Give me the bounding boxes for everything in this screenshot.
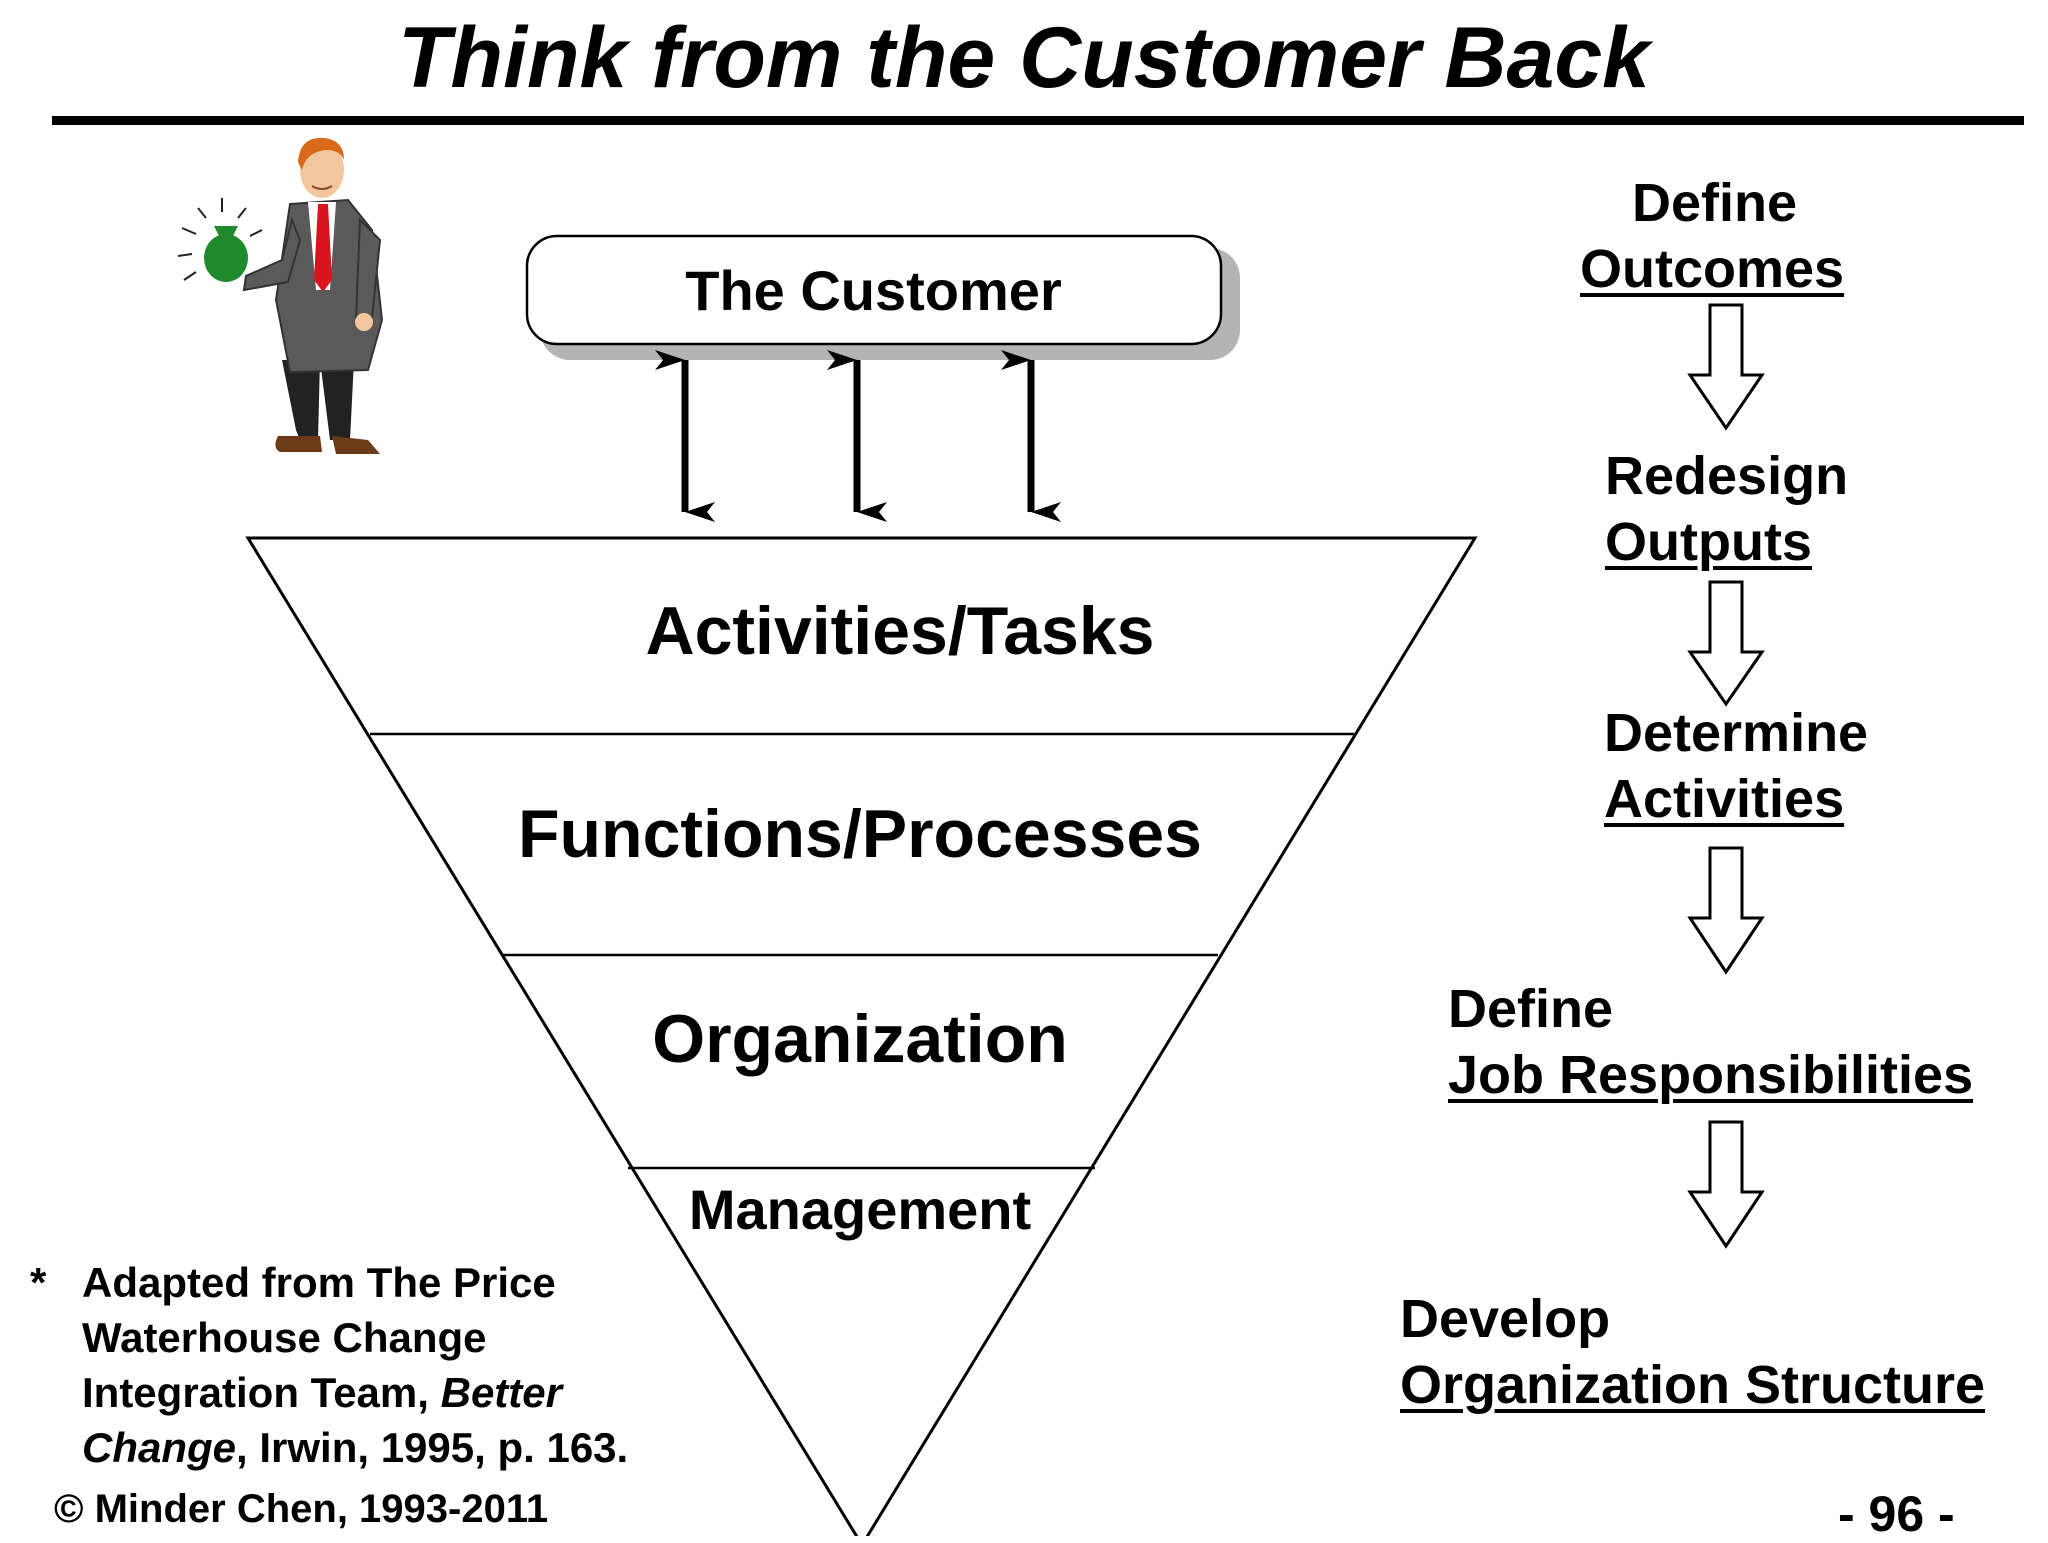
businessman-with-money-bag-icon	[177, 137, 384, 454]
hollow-down-arrow-icon	[1687, 846, 1765, 975]
copyright-notice: © Minder Chen, 1993-2011	[54, 1487, 549, 1531]
layer-activities-tasks: Activities/Tasks	[645, 593, 1155, 669]
layer-management: Management	[688, 1178, 1032, 1241]
hollow-down-arrow-icon	[1687, 303, 1765, 431]
footnote-asterisk: *	[30, 1259, 47, 1306]
step-determine-activities: Determine Activities	[1604, 700, 1868, 832]
footnote-line: Change, Irwin, 1995, p. 163.	[82, 1420, 742, 1475]
footnote-text: Integration Team,	[82, 1369, 441, 1416]
footnote-line: Adapted from The Price	[82, 1259, 556, 1306]
step-object: Organization Structure	[1400, 1355, 1986, 1415]
customer-box	[525, 234, 1240, 360]
step-object: Job Responsibilities	[1448, 1045, 1974, 1105]
step-verb: Determine	[1604, 703, 1869, 763]
hollow-down-arrow-icon	[1687, 580, 1765, 707]
inverted-pyramid	[245, 536, 1478, 1536]
footnote-line: Waterhouse Change	[82, 1314, 487, 1361]
step-define-outcomes: Define Outcomes	[1580, 170, 1844, 302]
step-redesign-outputs: Redesign Outputs	[1605, 443, 1848, 575]
footnote-book-title: Better	[440, 1369, 562, 1416]
step-verb: Define	[1448, 979, 1614, 1039]
step-define-job-responsibilities: Define Job Responsibilities	[1448, 976, 1973, 1108]
step-verb: Redesign	[1605, 446, 1849, 506]
page-number: - 96 -	[1838, 1486, 1955, 1542]
hollow-down-arrow-icon	[1687, 1120, 1765, 1249]
step-object: Activities	[1604, 769, 1845, 829]
title-underline-rule	[52, 116, 2024, 125]
footnote-book-title: Change	[82, 1424, 237, 1471]
step-verb: Define	[1632, 173, 1798, 233]
step-object: Outputs	[1605, 512, 1812, 572]
customer-label: The Customer	[685, 258, 1062, 322]
layer-organization: Organization	[652, 1001, 1068, 1077]
step-object: Outcomes	[1580, 239, 1845, 299]
step-verb: Develop	[1400, 1289, 1611, 1349]
footnote-text: , Irwin, 1995, p. 163.	[236, 1424, 629, 1471]
footnote-line: Integration Team, Better	[82, 1365, 742, 1420]
layer-functions-processes: Functions/Processes	[517, 796, 1203, 872]
slide-title: Think from the Customer Back	[398, 10, 1650, 106]
step-develop-organization-structure: Develop Organization Structure	[1400, 1286, 1985, 1418]
